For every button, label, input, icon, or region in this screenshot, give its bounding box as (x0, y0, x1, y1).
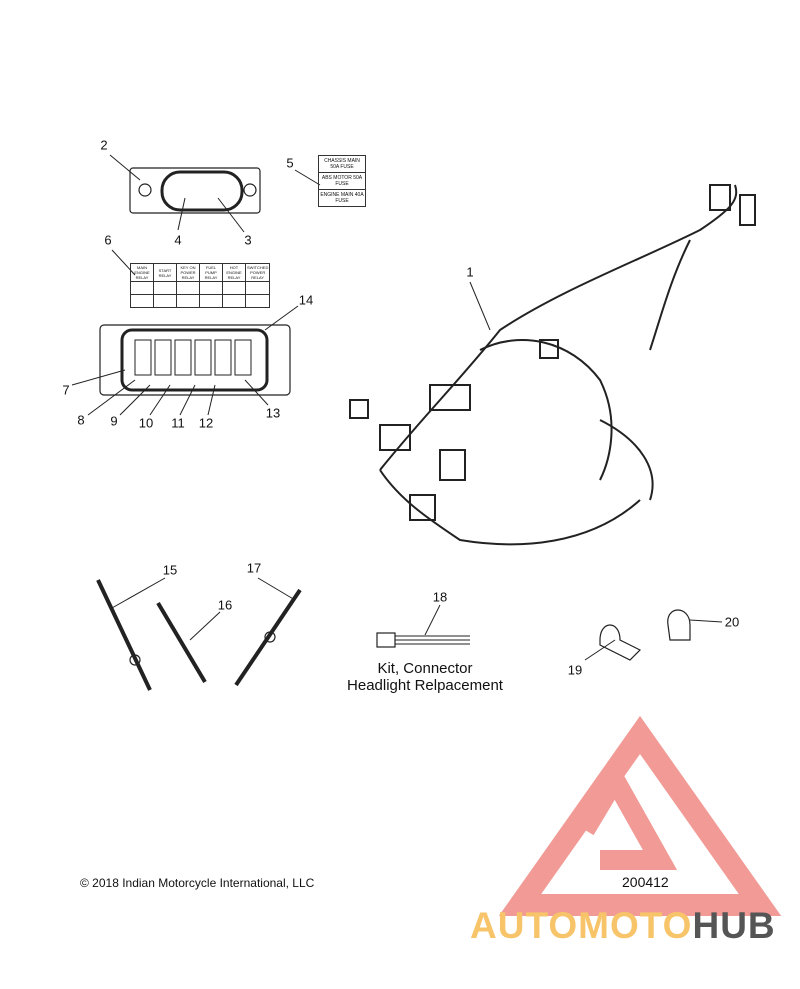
logo-part2: HUB (692, 905, 776, 946)
kit-caption-line2: Headlight Relpacement (347, 677, 503, 694)
callout-3[interactable]: 3 (244, 232, 252, 248)
callout-15[interactable]: 15 (162, 562, 178, 578)
callout-19[interactable]: 19 (567, 662, 583, 678)
callout-1[interactable]: 1 (466, 264, 474, 280)
callout-4[interactable]: 4 (174, 232, 182, 248)
copyright: © 2018 Indian Motorcycle International, … (80, 876, 315, 890)
callout-20[interactable]: 20 (724, 614, 740, 630)
wire-harness (349, 184, 756, 546)
relay-label: MAIN ENGINE RELAY START RELAY KEY ON POW… (130, 263, 271, 308)
relay-cell: MAIN ENGINE RELAY (130, 263, 154, 282)
kit-caption: Kit, Connector Headlight Relpacement (320, 660, 530, 694)
callout-13[interactable]: 13 (265, 405, 281, 421)
relay-cell: SWITCHED POWER RELAY (244, 263, 271, 282)
callout-6[interactable]: 6 (104, 232, 112, 248)
fuse-box (99, 324, 291, 396)
fuse-label-chassis: CHASSIS MAIN 50A FUSE (319, 156, 365, 173)
callout-9[interactable]: 9 (110, 413, 118, 429)
callout-5[interactable]: 5 (286, 155, 294, 171)
cable-tie-16 (156, 601, 207, 684)
callout-14[interactable]: 14 (298, 292, 314, 308)
callout-8[interactable]: 8 (77, 412, 85, 428)
kit-caption-line1: Kit, Connector (377, 660, 473, 677)
callout-18[interactable]: 18 (432, 589, 448, 605)
logo-part1: AUTOMOTO (470, 905, 693, 946)
fuse-holder (129, 167, 261, 214)
callout-12[interactable]: 12 (198, 415, 214, 431)
automotohub-logo: AUTOMOTOHUB (470, 905, 776, 947)
callout-16[interactable]: 16 (217, 597, 233, 613)
callout-17[interactable]: 17 (246, 560, 262, 576)
cable-tie-15 (96, 579, 152, 691)
fuse-label-abs: ABS MOTOR 50A FUSE (319, 173, 365, 190)
fuse-label: CHASSIS MAIN 50A FUSE ABS MOTOR 50A FUSE… (318, 155, 366, 207)
watermark-logo (498, 715, 782, 916)
callout-2[interactable]: 2 (100, 137, 108, 153)
relay-cell: FUEL PUMP RELAY (199, 263, 223, 282)
fuse-label-engine: ENGINE MAIN 40A FUSE (320, 192, 364, 204)
diagram-number: 200412 (622, 874, 669, 890)
clamp-20 (667, 609, 691, 641)
clamp-19 (599, 624, 642, 661)
cable-tie-17 (234, 588, 302, 687)
connector (376, 632, 396, 648)
callout-11[interactable]: 11 (171, 415, 185, 431)
relay-cell: HOT ENGINE RELAY (222, 263, 246, 282)
relay-cell: KEY ON POWER RELAY (176, 263, 200, 282)
callout-10[interactable]: 10 (138, 415, 154, 431)
callout-7[interactable]: 7 (62, 382, 70, 398)
relay-cell: START RELAY (153, 263, 177, 282)
